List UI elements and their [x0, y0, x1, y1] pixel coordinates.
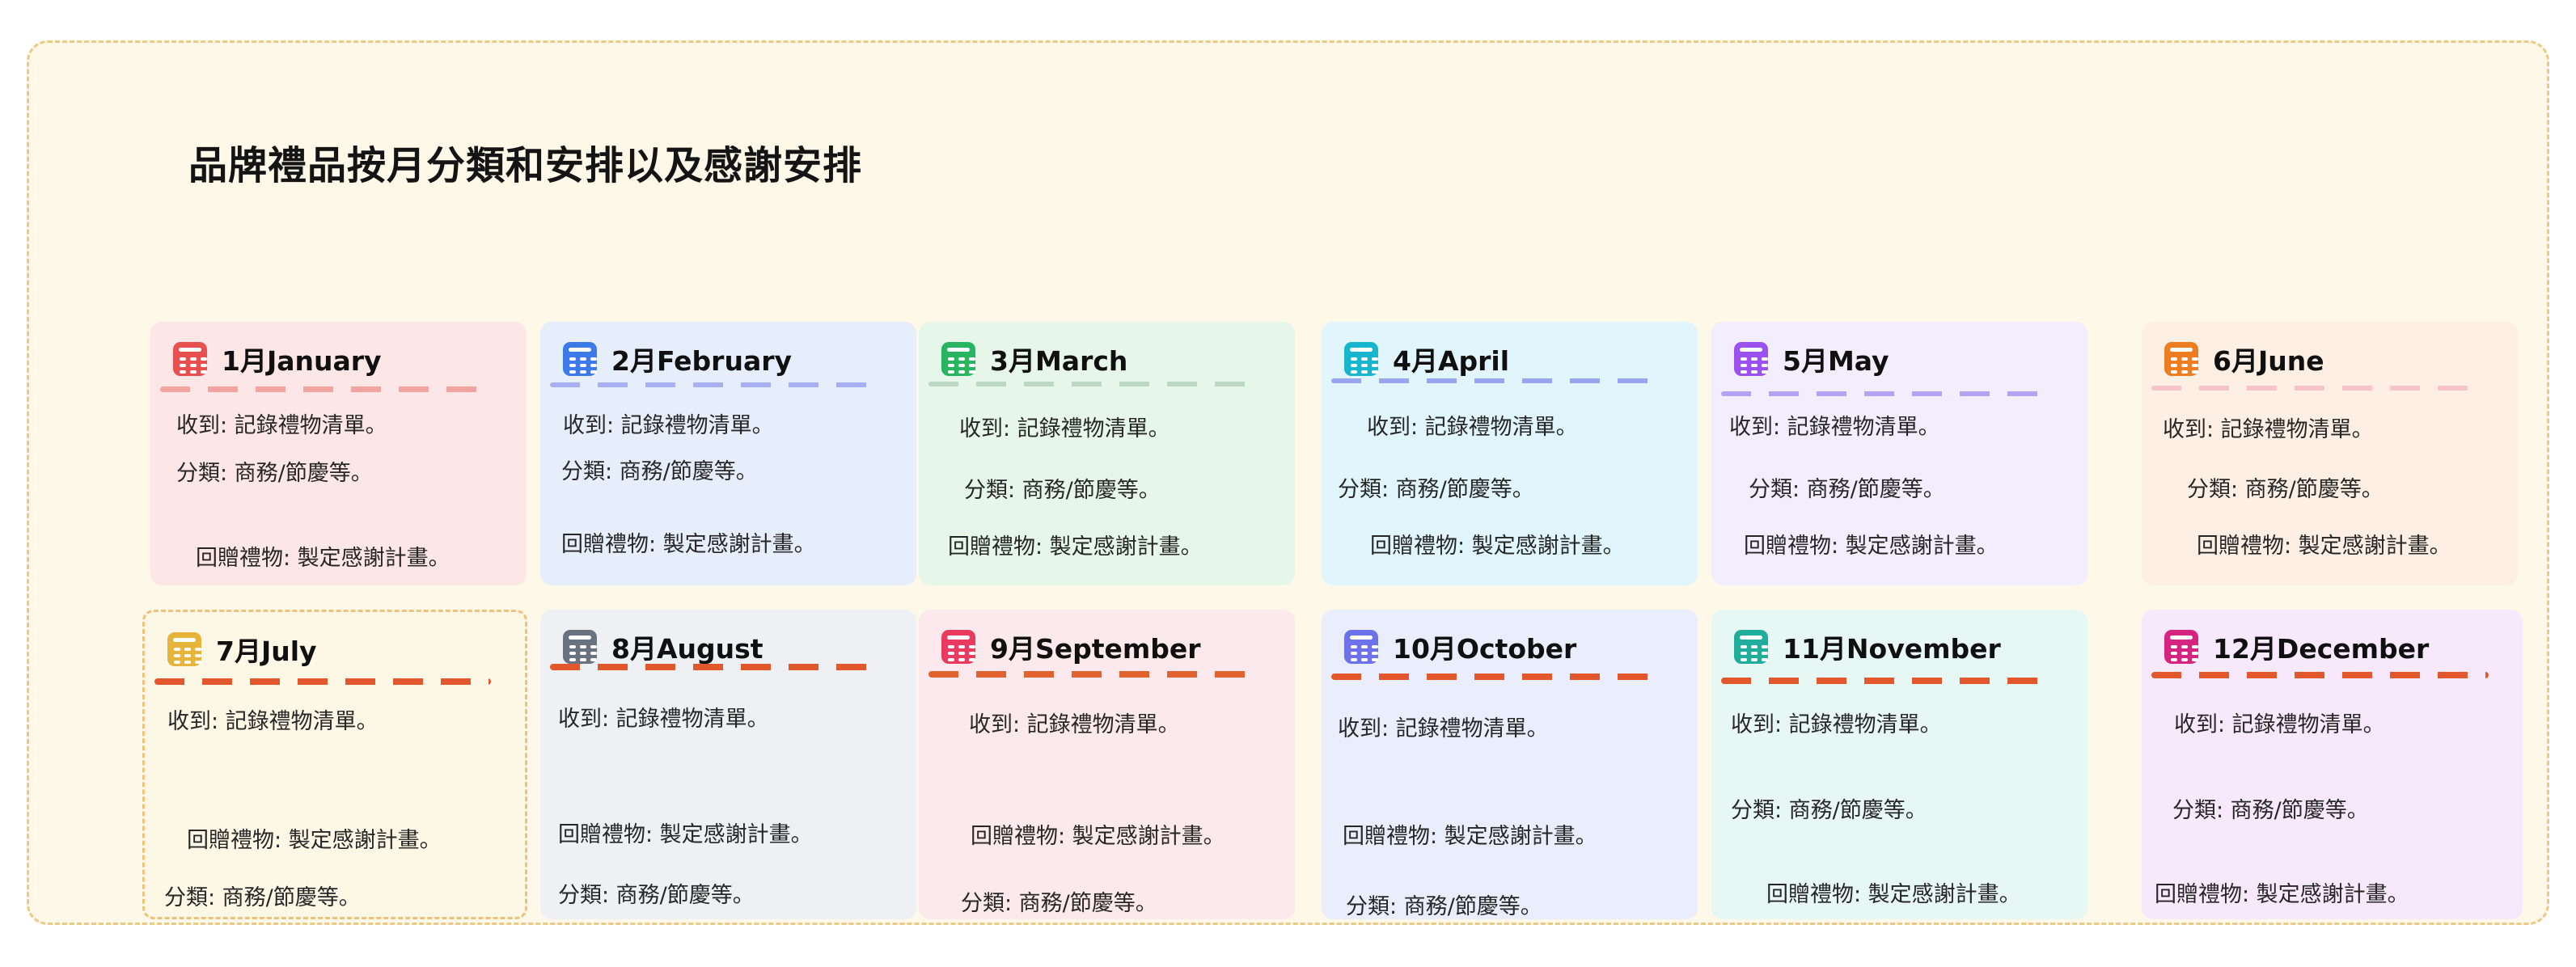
card-header: 9月September	[941, 627, 1201, 666]
card-line: 回贈禮物: 製定感謝計畫。	[558, 822, 813, 847]
card-header: 3月March	[941, 340, 1127, 378]
card-title: 2月February	[611, 345, 792, 377]
month-card-march[interactable]: 3月March 收到: 記錄禮物清單。分類: 商務/節慶等。回贈禮物: 製定感謝…	[919, 322, 1295, 585]
card-title: 1月January	[222, 345, 382, 377]
calendar-icon	[1344, 342, 1378, 376]
calendar-icon	[1734, 342, 1768, 376]
card-line: 分類: 商務/節慶等。	[2187, 477, 2384, 502]
card-line: 分類: 商務/節慶等。	[2172, 798, 2369, 823]
card-line: 回贈禮物: 製定感謝計畫。	[1744, 534, 1999, 559]
calendar-icon	[167, 632, 201, 666]
card-header: 6月June	[2164, 340, 2324, 378]
calendar-icon	[941, 630, 975, 664]
dashed-divider	[550, 664, 882, 670]
card-header: 4月April	[1344, 340, 1509, 378]
card-title: 12月December	[2213, 633, 2430, 665]
card-line: 分類: 商務/節慶等。	[558, 883, 755, 908]
card-line: 收到: 記錄禮物清單。	[176, 413, 387, 438]
card-header: 5月May	[1734, 340, 1889, 378]
card-line: 收到: 記錄禮物清單。	[959, 416, 1170, 441]
month-card-may[interactable]: 5月May 收到: 記錄禮物清單。分類: 商務/節慶等。回贈禮物: 製定感謝計畫…	[1711, 322, 2087, 585]
card-title: 10月October	[1393, 633, 1577, 665]
month-card-december[interactable]: 12月December 收到: 記錄禮物清單。分類: 商務/節慶等。回贈禮物: …	[2142, 610, 2523, 919]
card-line: 收到: 記錄禮物清單。	[969, 712, 1180, 737]
card-title: 6月June	[2213, 345, 2324, 377]
card-header: 7月July	[167, 630, 317, 669]
board-frame[interactable]: 品牌禮品按月分類和安排以及感謝安排 1月January 收到: 記錄禮物清單。分…	[27, 40, 2549, 925]
board-title[interactable]: 品牌禮品按月分類和安排以及感謝安排	[188, 143, 863, 188]
card-title: 5月May	[1783, 345, 1889, 377]
card-title: 7月July	[216, 636, 317, 667]
calendar-icon	[1734, 630, 1768, 664]
dashed-divider	[1331, 674, 1664, 680]
card-title: 11月November	[1783, 633, 2001, 665]
card-line: 分類: 商務/節慶等。	[561, 459, 758, 484]
card-line: 收到: 記錄禮物清單。	[558, 707, 769, 732]
dashed-divider	[2151, 672, 2489, 678]
card-line: 分類: 商務/節慶等。	[1749, 477, 1945, 502]
dashed-divider	[1331, 378, 1664, 383]
month-card-july[interactable]: 7月July 收到: 記錄禮物清單。回贈禮物: 製定感謝計畫。分類: 商務/節慶…	[142, 610, 527, 919]
month-card-october[interactable]: 10月October 收到: 記錄禮物清單。回贈禮物: 製定感謝計畫。分類: 商…	[1322, 610, 1698, 919]
calendar-icon	[173, 342, 207, 376]
dashed-divider	[1721, 678, 2054, 684]
card-line: 回贈禮物: 製定感謝計畫。	[561, 532, 816, 557]
card-header: 12月December	[2164, 627, 2429, 666]
card-line: 回贈禮物: 製定感謝計畫。	[1343, 824, 1597, 849]
calendar-icon	[2164, 342, 2198, 376]
calendar-icon	[941, 342, 975, 376]
calendar-icon	[563, 342, 597, 376]
card-header: 11月November	[1734, 627, 2001, 666]
month-card-september[interactable]: 9月September 收到: 記錄禮物清單。回贈禮物: 製定感謝計畫。分類: …	[919, 610, 1295, 919]
card-header: 1月January	[173, 340, 382, 378]
card-line: 回贈禮物: 製定感謝計畫。	[187, 828, 442, 853]
month-card-january[interactable]: 1月January 收到: 記錄禮物清單。分類: 商務/節慶等。回贈禮物: 製定…	[150, 322, 527, 585]
card-line: 收到: 記錄禮物清單。	[2174, 712, 2385, 737]
card-title: 9月September	[990, 633, 1201, 665]
dashed-divider	[928, 671, 1261, 678]
card-line: 回贈禮物: 製定感謝計畫。	[196, 546, 450, 571]
card-line: 收到: 記錄禮物清單。	[1338, 716, 1549, 741]
card-line: 分類: 商務/節慶等。	[961, 891, 1157, 916]
calendar-icon	[1344, 630, 1378, 664]
dashed-divider	[154, 678, 491, 685]
card-line: 分類: 商務/節慶等。	[164, 885, 361, 910]
card-line: 分類: 商務/節慶等。	[1731, 798, 1927, 823]
dashed-divider	[928, 382, 1261, 386]
card-line: 收到: 記錄禮物清單。	[1729, 415, 1940, 440]
card-title: 3月March	[990, 345, 1128, 377]
dashed-divider	[1721, 391, 2054, 396]
card-line: 回贈禮物: 製定感謝計畫。	[971, 824, 1225, 849]
calendar-icon	[2164, 630, 2198, 664]
card-line: 分類: 商務/節慶等。	[176, 461, 373, 486]
card-line: 收到: 記錄禮物清單。	[1731, 712, 1942, 737]
dashed-divider	[550, 382, 882, 387]
month-card-november[interactable]: 11月November 收到: 記錄禮物清單。分類: 商務/節慶等。回贈禮物: …	[1711, 610, 2087, 919]
dashed-divider	[160, 386, 493, 392]
card-line: 分類: 商務/節慶等。	[964, 478, 1161, 503]
month-card-august[interactable]: 8月August 收到: 記錄禮物清單。回贈禮物: 製定感謝計畫。分類: 商務/…	[540, 610, 916, 919]
card-line: 分類: 商務/節慶等。	[1346, 894, 1542, 919]
dashed-divider	[2151, 386, 2484, 391]
card-line: 收到: 記錄禮物清單。	[2163, 417, 2374, 442]
card-line: 回贈禮物: 製定感謝計畫。	[948, 534, 1203, 560]
card-line: 分類: 商務/節慶等。	[1338, 477, 1534, 502]
card-line: 回贈禮物: 製定感謝計畫。	[2197, 534, 2451, 559]
card-line: 收到: 記錄禮物清單。	[563, 413, 774, 438]
card-title: 4月April	[1393, 345, 1510, 377]
card-line: 回贈禮物: 製定感謝計畫。	[1370, 534, 1625, 559]
card-header: 10月October	[1344, 627, 1576, 666]
month-card-june[interactable]: 6月June 收到: 記錄禮物清單。分類: 商務/節慶等。回贈禮物: 製定感謝計…	[2142, 322, 2518, 585]
calendar-icon	[563, 630, 597, 664]
card-line: 回贈禮物: 製定感謝計畫。	[2155, 882, 2409, 907]
month-card-april[interactable]: 4月April 收到: 記錄禮物清單。分類: 商務/節慶等。回贈禮物: 製定感謝…	[1322, 322, 1698, 585]
card-line: 收到: 記錄禮物清單。	[1367, 415, 1578, 440]
card-title: 8月August	[611, 633, 763, 665]
card-line: 回贈禮物: 製定感謝計畫。	[1766, 882, 2021, 907]
card-header: 8月August	[563, 627, 763, 666]
card-header: 2月February	[563, 340, 792, 378]
month-card-february[interactable]: 2月February 收到: 記錄禮物清單。分類: 商務/節慶等。回贈禮物: 製…	[540, 322, 916, 585]
card-line: 收到: 記錄禮物清單。	[167, 709, 379, 734]
